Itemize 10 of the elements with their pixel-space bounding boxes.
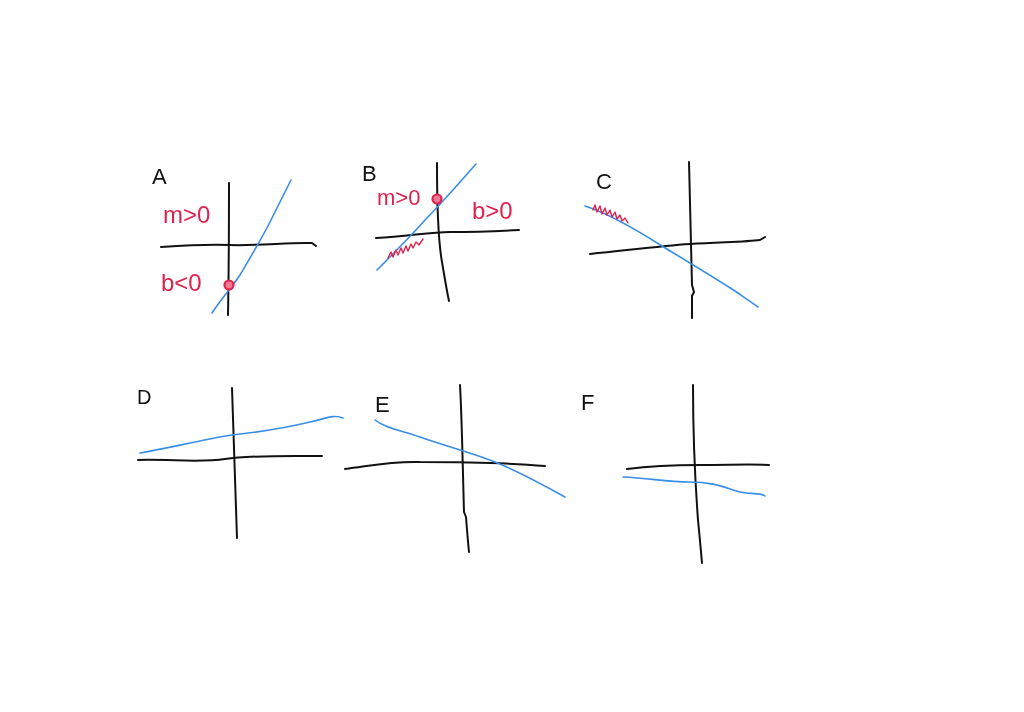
- panel-letter: B: [362, 163, 377, 185]
- intercept-note: b>0: [472, 199, 513, 223]
- slope-note: m>0: [163, 203, 211, 227]
- panel-letter: D: [137, 387, 152, 407]
- panel-letter: C: [596, 171, 612, 193]
- panel-letter: F: [581, 392, 595, 414]
- panel-letter: A: [152, 166, 167, 188]
- slope-note: m>0: [377, 187, 421, 209]
- panel-letter: E: [375, 394, 390, 416]
- intercept-note: b<0: [161, 271, 202, 295]
